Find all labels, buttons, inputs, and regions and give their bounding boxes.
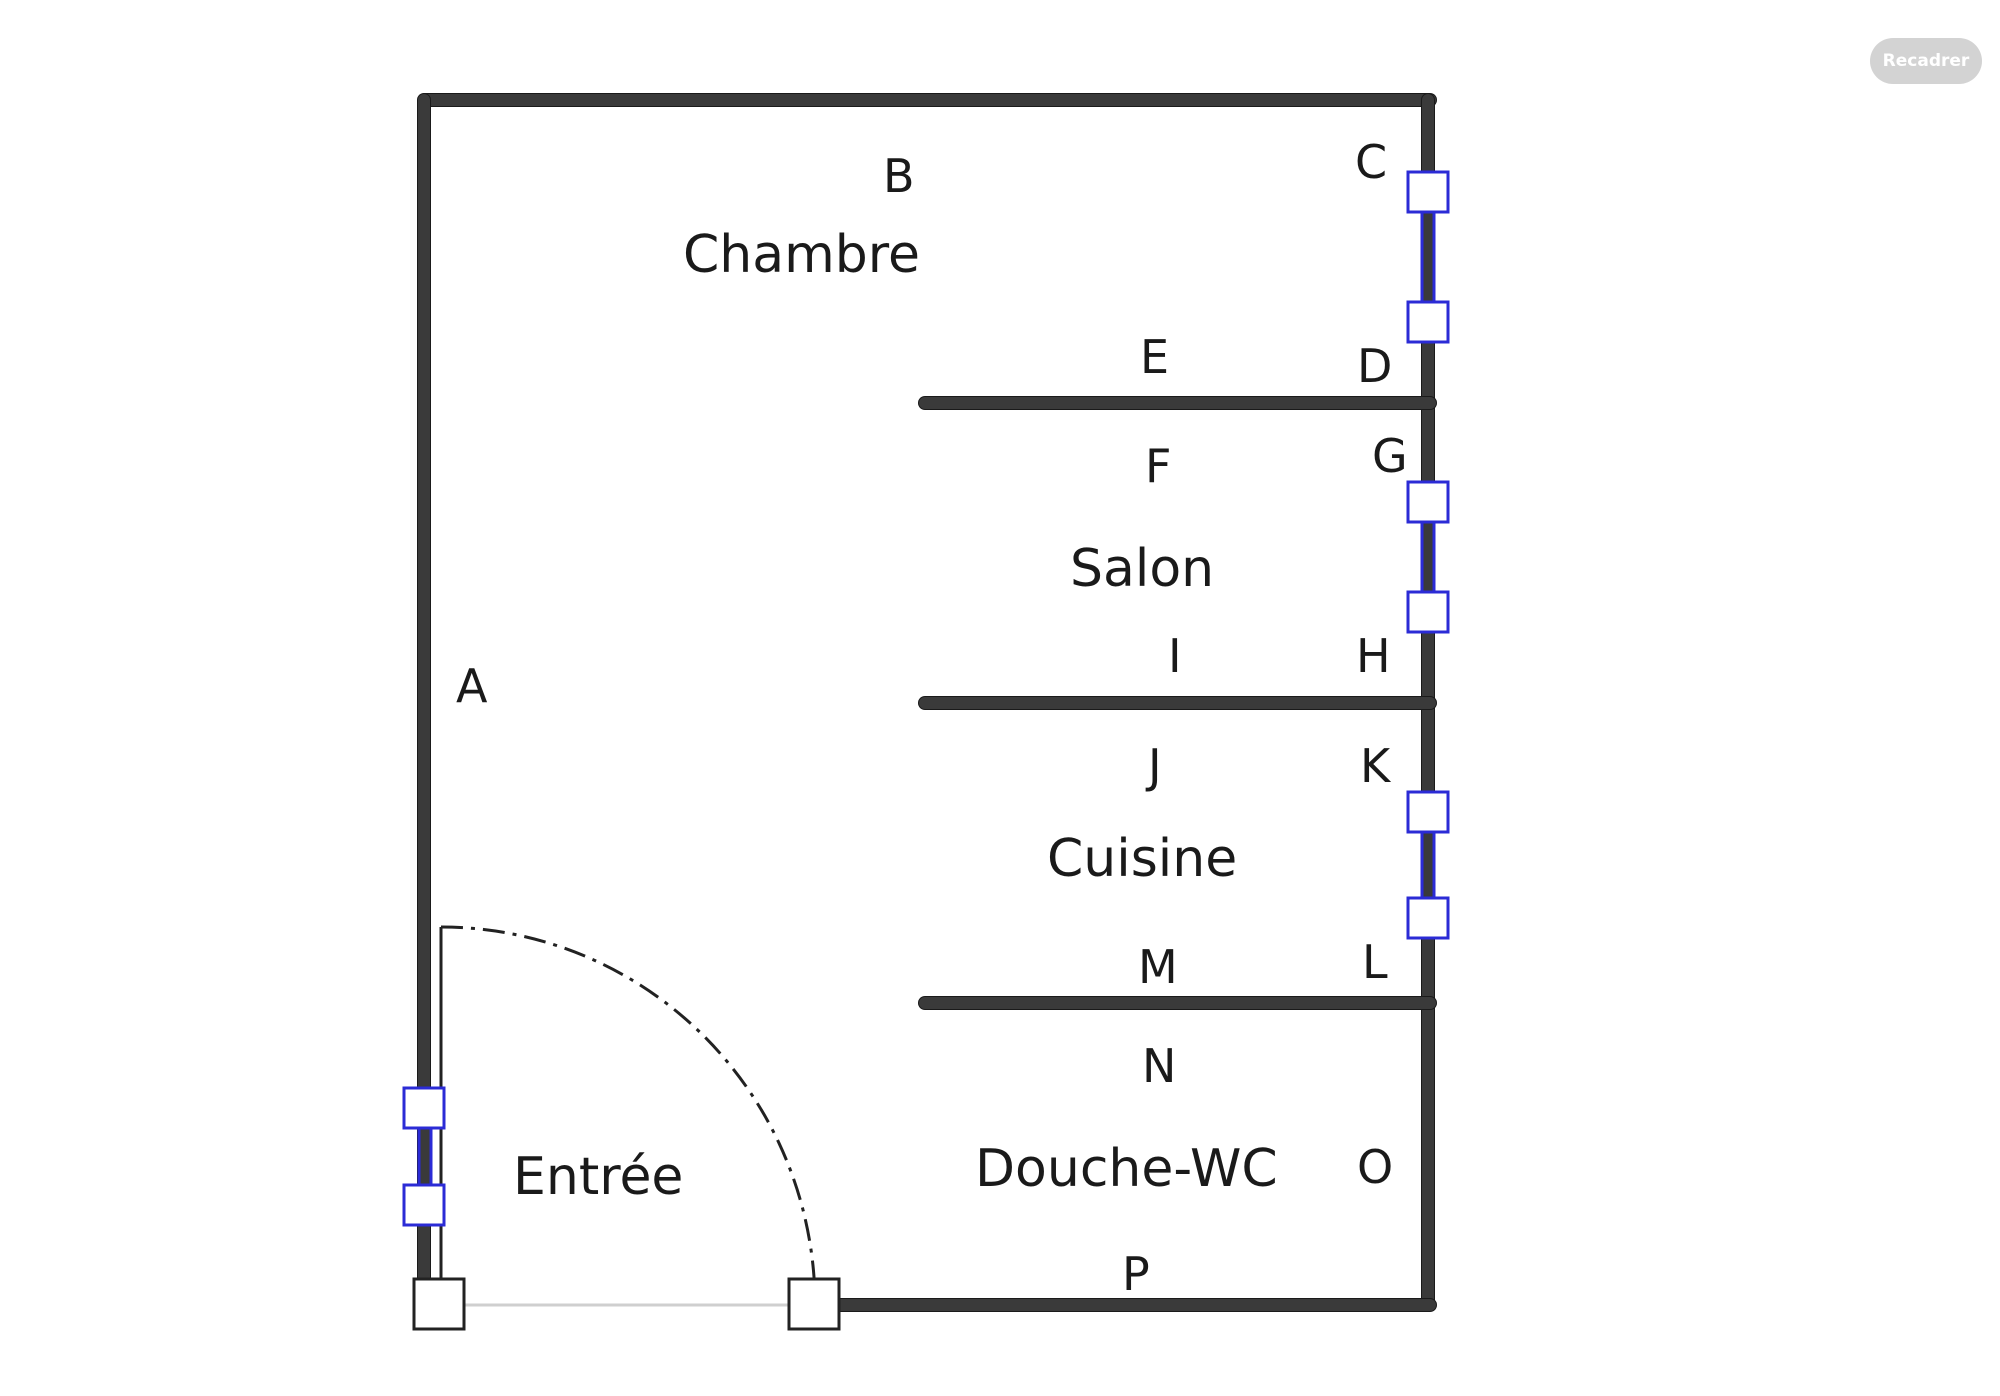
window-handle-top[interactable] — [1406, 170, 1450, 214]
wall-label-j: J — [1145, 739, 1162, 793]
window-left-wall[interactable] — [402, 1086, 446, 1227]
door-swing-arc — [440, 925, 817, 1301]
wall-label-n: N — [1142, 1039, 1176, 1093]
window-handle-bottom[interactable] — [402, 1183, 446, 1227]
wall-label-p: P — [1122, 1247, 1150, 1301]
wall-label-b: B — [883, 149, 915, 203]
room-label-entree: Entrée — [513, 1147, 683, 1207]
room-label-salon: Salon — [1070, 539, 1214, 599]
wall-label-k: K — [1360, 739, 1392, 793]
wall-label-m: M — [1138, 940, 1178, 994]
window-handle-top[interactable] — [402, 1086, 446, 1130]
window-handle-bottom[interactable] — [1406, 896, 1450, 940]
wall-label-i: I — [1168, 629, 1182, 683]
wall-labels: A B C D E F G H I J K L M N O P — [456, 135, 1408, 1301]
room-labels: Chambre Salon Cuisine Douche-WC Entrée — [513, 225, 1278, 1207]
door-endpoint-handle-right[interactable] — [787, 1277, 841, 1331]
window-cuisine[interactable] — [1406, 790, 1450, 940]
room-label-douche-wc: Douche-WC — [975, 1139, 1278, 1199]
window-handle-top[interactable] — [1406, 790, 1450, 834]
door-endpoint-handle-left[interactable] — [412, 1277, 466, 1331]
wall-label-g: G — [1372, 429, 1408, 483]
window-chambre[interactable] — [1406, 170, 1450, 344]
recadrer-button[interactable]: Recadrer — [1870, 38, 1982, 84]
wall-label-d: D — [1357, 339, 1392, 393]
window-handle-top[interactable] — [1406, 480, 1450, 524]
walls — [417, 93, 1437, 1312]
wall-label-a: A — [456, 659, 488, 713]
wall-label-o: O — [1357, 1140, 1393, 1194]
wall-label-h: H — [1356, 629, 1391, 683]
wall-label-f: F — [1145, 439, 1171, 493]
entry-door[interactable] — [438, 925, 817, 1307]
window-handle-bottom[interactable] — [1406, 300, 1450, 344]
room-label-chambre: Chambre — [683, 225, 920, 285]
window-handle-bottom[interactable] — [1406, 590, 1450, 634]
window-salon[interactable] — [1406, 480, 1450, 634]
wall-label-e: E — [1140, 330, 1169, 384]
wall-label-c: C — [1355, 135, 1387, 189]
room-label-cuisine: Cuisine — [1047, 829, 1237, 889]
wall-label-l: L — [1362, 935, 1388, 989]
